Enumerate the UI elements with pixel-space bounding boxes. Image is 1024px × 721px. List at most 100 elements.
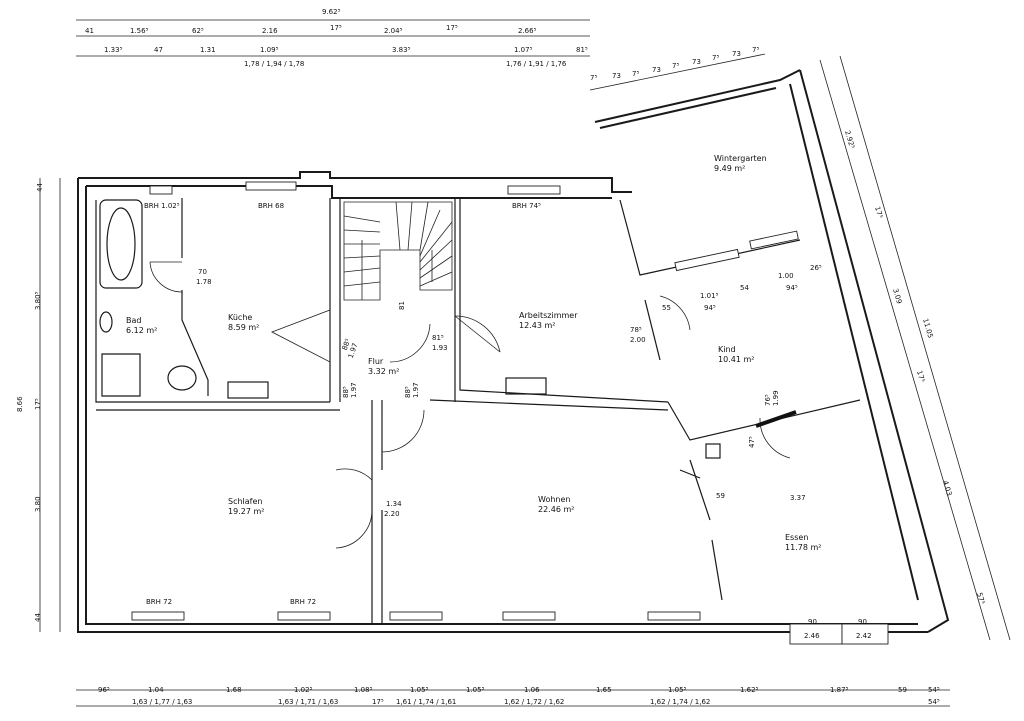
bot-r1-2: 1.68 xyxy=(226,686,242,694)
window-wohnen-2 xyxy=(502,611,556,621)
room-name-kueche: Küche xyxy=(228,313,252,322)
left-3: 3.80 xyxy=(34,496,42,512)
top-r1-2: 62⁵ xyxy=(192,27,204,35)
brh-labels: BRH 1.02⁵ BRH 68 BRH 74⁵ BRH 72 BRH 72 xyxy=(144,202,541,606)
top-r2-0: 1.33⁵ xyxy=(104,46,123,54)
top-r1-3: 2.16 xyxy=(262,27,278,35)
room-name-arbeitszimmer: Arbeitszimmer xyxy=(519,311,578,320)
kind-top-1: 55 xyxy=(662,304,671,312)
flur-door2-w: 81⁵ xyxy=(432,334,444,342)
left-2: 17⁵ xyxy=(34,398,42,410)
kitchen-counter xyxy=(227,381,269,399)
left-4: 44 xyxy=(34,613,42,622)
kind-top-2: 1.01⁵ xyxy=(700,292,719,300)
kind-door-h: 1.99 xyxy=(772,390,780,406)
brh-kueche: BRH 68 xyxy=(258,202,284,210)
schlafen-door-h: 2.20 xyxy=(384,510,400,518)
bot-r1-3: 1.02⁵ xyxy=(294,686,313,694)
bot-r1-4: 1.08⁵ xyxy=(354,686,373,694)
kind-top-3: 54 xyxy=(740,284,749,292)
window-bad xyxy=(149,185,173,195)
room-name-kind: Kind xyxy=(718,345,736,354)
bot-r2-6: 54⁵ xyxy=(928,698,940,706)
winter-4: 7⁵ xyxy=(672,62,679,70)
top-r2-6: 81⁵ xyxy=(576,46,588,54)
top-r1-0: 41 xyxy=(85,27,94,35)
bot-r1-0: 96⁵ xyxy=(98,686,110,694)
bad-door-h: 1.78 xyxy=(196,278,212,286)
fixtures xyxy=(99,199,721,459)
winter-1: 73 xyxy=(612,72,621,80)
shower xyxy=(101,353,141,397)
winter-7: 73 xyxy=(732,50,741,58)
doors xyxy=(149,261,797,549)
arbeit-door-w: 78⁵ xyxy=(630,326,642,334)
left-dimensions: 44 3.80⁵ 17⁵ 3.80 44 8.66 xyxy=(16,183,44,622)
room-name-wohnen: Wohnen xyxy=(538,495,570,504)
bot-r2-0: 1,63 / 1,77 / 1,63 xyxy=(132,698,192,706)
bot-r2-5: 1,62 / 1,74 / 1,62 xyxy=(650,698,710,706)
bad-door-w: 70 xyxy=(198,268,207,276)
room-area-schlafen: 19.27 m² xyxy=(228,507,264,516)
staircase xyxy=(343,201,453,301)
brh-schlafen-2: BRH 72 xyxy=(290,598,316,606)
top-r1-1: 1.56⁵ xyxy=(130,27,149,35)
pillar xyxy=(705,443,721,459)
brh-bad: BRH 1.02⁵ xyxy=(144,202,180,210)
kind-top2-2: 94⁵ xyxy=(786,284,798,292)
window-wintergarten-1 xyxy=(674,248,740,272)
essen-win1-w: 90 xyxy=(808,618,817,626)
schlafen-door-w: 1.34 xyxy=(386,500,402,508)
right-2: 3.09 xyxy=(891,288,903,305)
bot-r1-13: 54⁵ xyxy=(928,686,940,694)
bot-r1-7: 1.06 xyxy=(524,686,540,694)
flur-door4-w: 88⁵ xyxy=(404,386,412,398)
bot-r1-8: 1.65 xyxy=(596,686,612,694)
winter-8: 7⁵ xyxy=(752,46,759,54)
room-name-wintergarten: Wintergarten xyxy=(714,154,767,163)
bot-r1-12: 59 xyxy=(898,686,907,694)
window-arbeit xyxy=(507,185,561,195)
top-r1-5: 2.04⁵ xyxy=(384,27,403,35)
essen-d2: 3.37 xyxy=(790,494,806,502)
flur-door4-h: 1.97 xyxy=(412,382,420,398)
room-name-bad: Bad xyxy=(126,316,141,325)
essen-win2-w: 90 xyxy=(858,618,867,626)
bot-r2-1: 1,63 / 1,71 / 1,63 xyxy=(278,698,338,706)
room-name-schlafen: Schlafen xyxy=(228,497,262,506)
kind-top2-1: 94⁵ xyxy=(704,304,716,312)
left-0: 44 xyxy=(36,183,44,192)
bathtub-basin xyxy=(106,207,136,281)
room-area-wintergarten: 9.49 m² xyxy=(714,164,745,173)
dimension-lines xyxy=(39,19,1011,707)
flur-door3-w: 88⁵ xyxy=(342,386,350,398)
kind-top-5: 26⁵ xyxy=(810,264,822,272)
interior-walls xyxy=(95,198,861,624)
right-3: 17⁵ xyxy=(915,370,926,384)
bottom-dimensions: 96⁵ 1.04 1.68 1.02⁵ 1.08⁵ 1.05⁵ 1.05⁵ 1.… xyxy=(98,686,940,706)
room-area-essen: 11.78 m² xyxy=(785,543,821,552)
bot-r1-6: 1.05⁵ xyxy=(466,686,485,694)
bot-r1-9: 1.05⁵ xyxy=(668,686,687,694)
brh-schlafen-1: BRH 72 xyxy=(146,598,172,606)
left-1: 3.80⁵ xyxy=(34,291,42,310)
flur-door2-h: 1.93 xyxy=(432,344,448,352)
flur-door3-h: 1.97 xyxy=(350,382,358,398)
top-r2-5: 1.07⁵ xyxy=(514,46,533,54)
top-dimensions: 9.62⁵ 41 1.56⁵ 62⁵ 2.16 17⁵ 2.04⁵ 17⁵ 2.… xyxy=(85,8,759,82)
room-labels: Bad 6.12 m² Küche 8.59 m² Flur 3.32 m² A… xyxy=(126,154,821,552)
winter-2: 7⁵ xyxy=(632,70,639,78)
room-area-arbeitszimmer: 12.43 m² xyxy=(519,321,555,330)
toilet xyxy=(167,365,197,391)
top-r1-7: 2.66⁵ xyxy=(518,27,537,35)
stair-width: 81 xyxy=(398,301,406,310)
kind-door-w: 76⁵ xyxy=(764,394,772,406)
arbeit-door-h: 2.00 xyxy=(630,336,646,344)
bot-r1-1: 1.04 xyxy=(148,686,164,694)
right-6: 57⁵ xyxy=(975,592,986,606)
top-r3-0: 1,78 / 1,94 / 1,78 xyxy=(244,60,304,68)
bot-r2-3: 1,61 / 1,74 / 1,61 xyxy=(396,698,456,706)
room-area-kind: 10.41 m² xyxy=(718,355,754,364)
winter-5: 73 xyxy=(692,58,701,66)
right-5: 11.05 xyxy=(921,318,934,339)
